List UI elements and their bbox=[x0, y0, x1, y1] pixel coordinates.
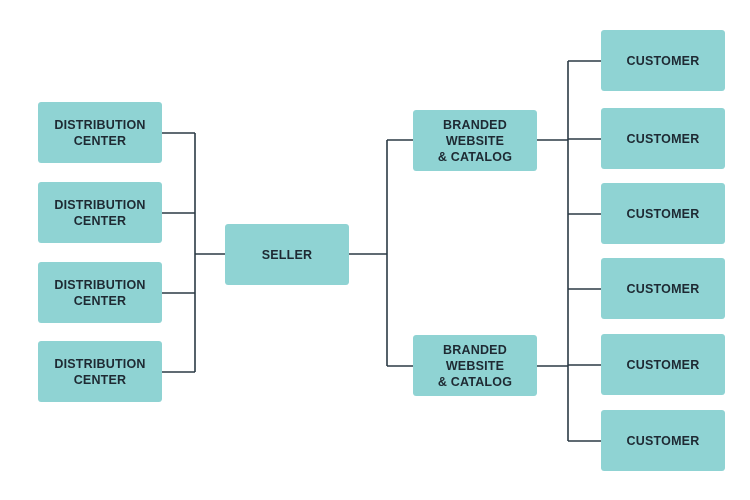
customer-node: CUSTOMER bbox=[601, 410, 725, 471]
node-label: CUSTOMER bbox=[626, 206, 700, 221]
node-label: BRANDED WEBSITE & CATALOG bbox=[437, 342, 513, 389]
node-label: SELLER bbox=[261, 247, 313, 262]
customer-node: CUSTOMER bbox=[601, 183, 725, 244]
node-label: CUSTOMER bbox=[626, 357, 700, 372]
branded-website-node: BRANDED WEBSITE & CATALOG bbox=[413, 110, 537, 171]
distribution-center-node: DISTRIBUTION CENTER bbox=[38, 341, 162, 402]
customer-node: CUSTOMER bbox=[601, 258, 725, 319]
node-label: DISTRIBUTION CENTER bbox=[54, 197, 146, 228]
distribution-center-node: DISTRIBUTION CENTER bbox=[38, 102, 162, 163]
seller-node: SELLER bbox=[225, 224, 349, 285]
node-label: CUSTOMER bbox=[626, 433, 700, 448]
customer-node: CUSTOMER bbox=[601, 108, 725, 169]
distribution-center-node: DISTRIBUTION CENTER bbox=[38, 182, 162, 243]
node-label: CUSTOMER bbox=[626, 131, 700, 146]
node-label: DISTRIBUTION CENTER bbox=[54, 117, 146, 148]
node-label: CUSTOMER bbox=[626, 281, 700, 296]
customer-node: CUSTOMER bbox=[601, 30, 725, 91]
node-label: CUSTOMER bbox=[626, 53, 700, 68]
node-label: DISTRIBUTION CENTER bbox=[54, 277, 146, 308]
node-label: DISTRIBUTION CENTER bbox=[54, 356, 146, 387]
customer-node: CUSTOMER bbox=[601, 334, 725, 395]
node-label: BRANDED WEBSITE & CATALOG bbox=[437, 117, 513, 164]
distribution-center-node: DISTRIBUTION CENTER bbox=[38, 262, 162, 323]
branded-website-node: BRANDED WEBSITE & CATALOG bbox=[413, 335, 537, 396]
